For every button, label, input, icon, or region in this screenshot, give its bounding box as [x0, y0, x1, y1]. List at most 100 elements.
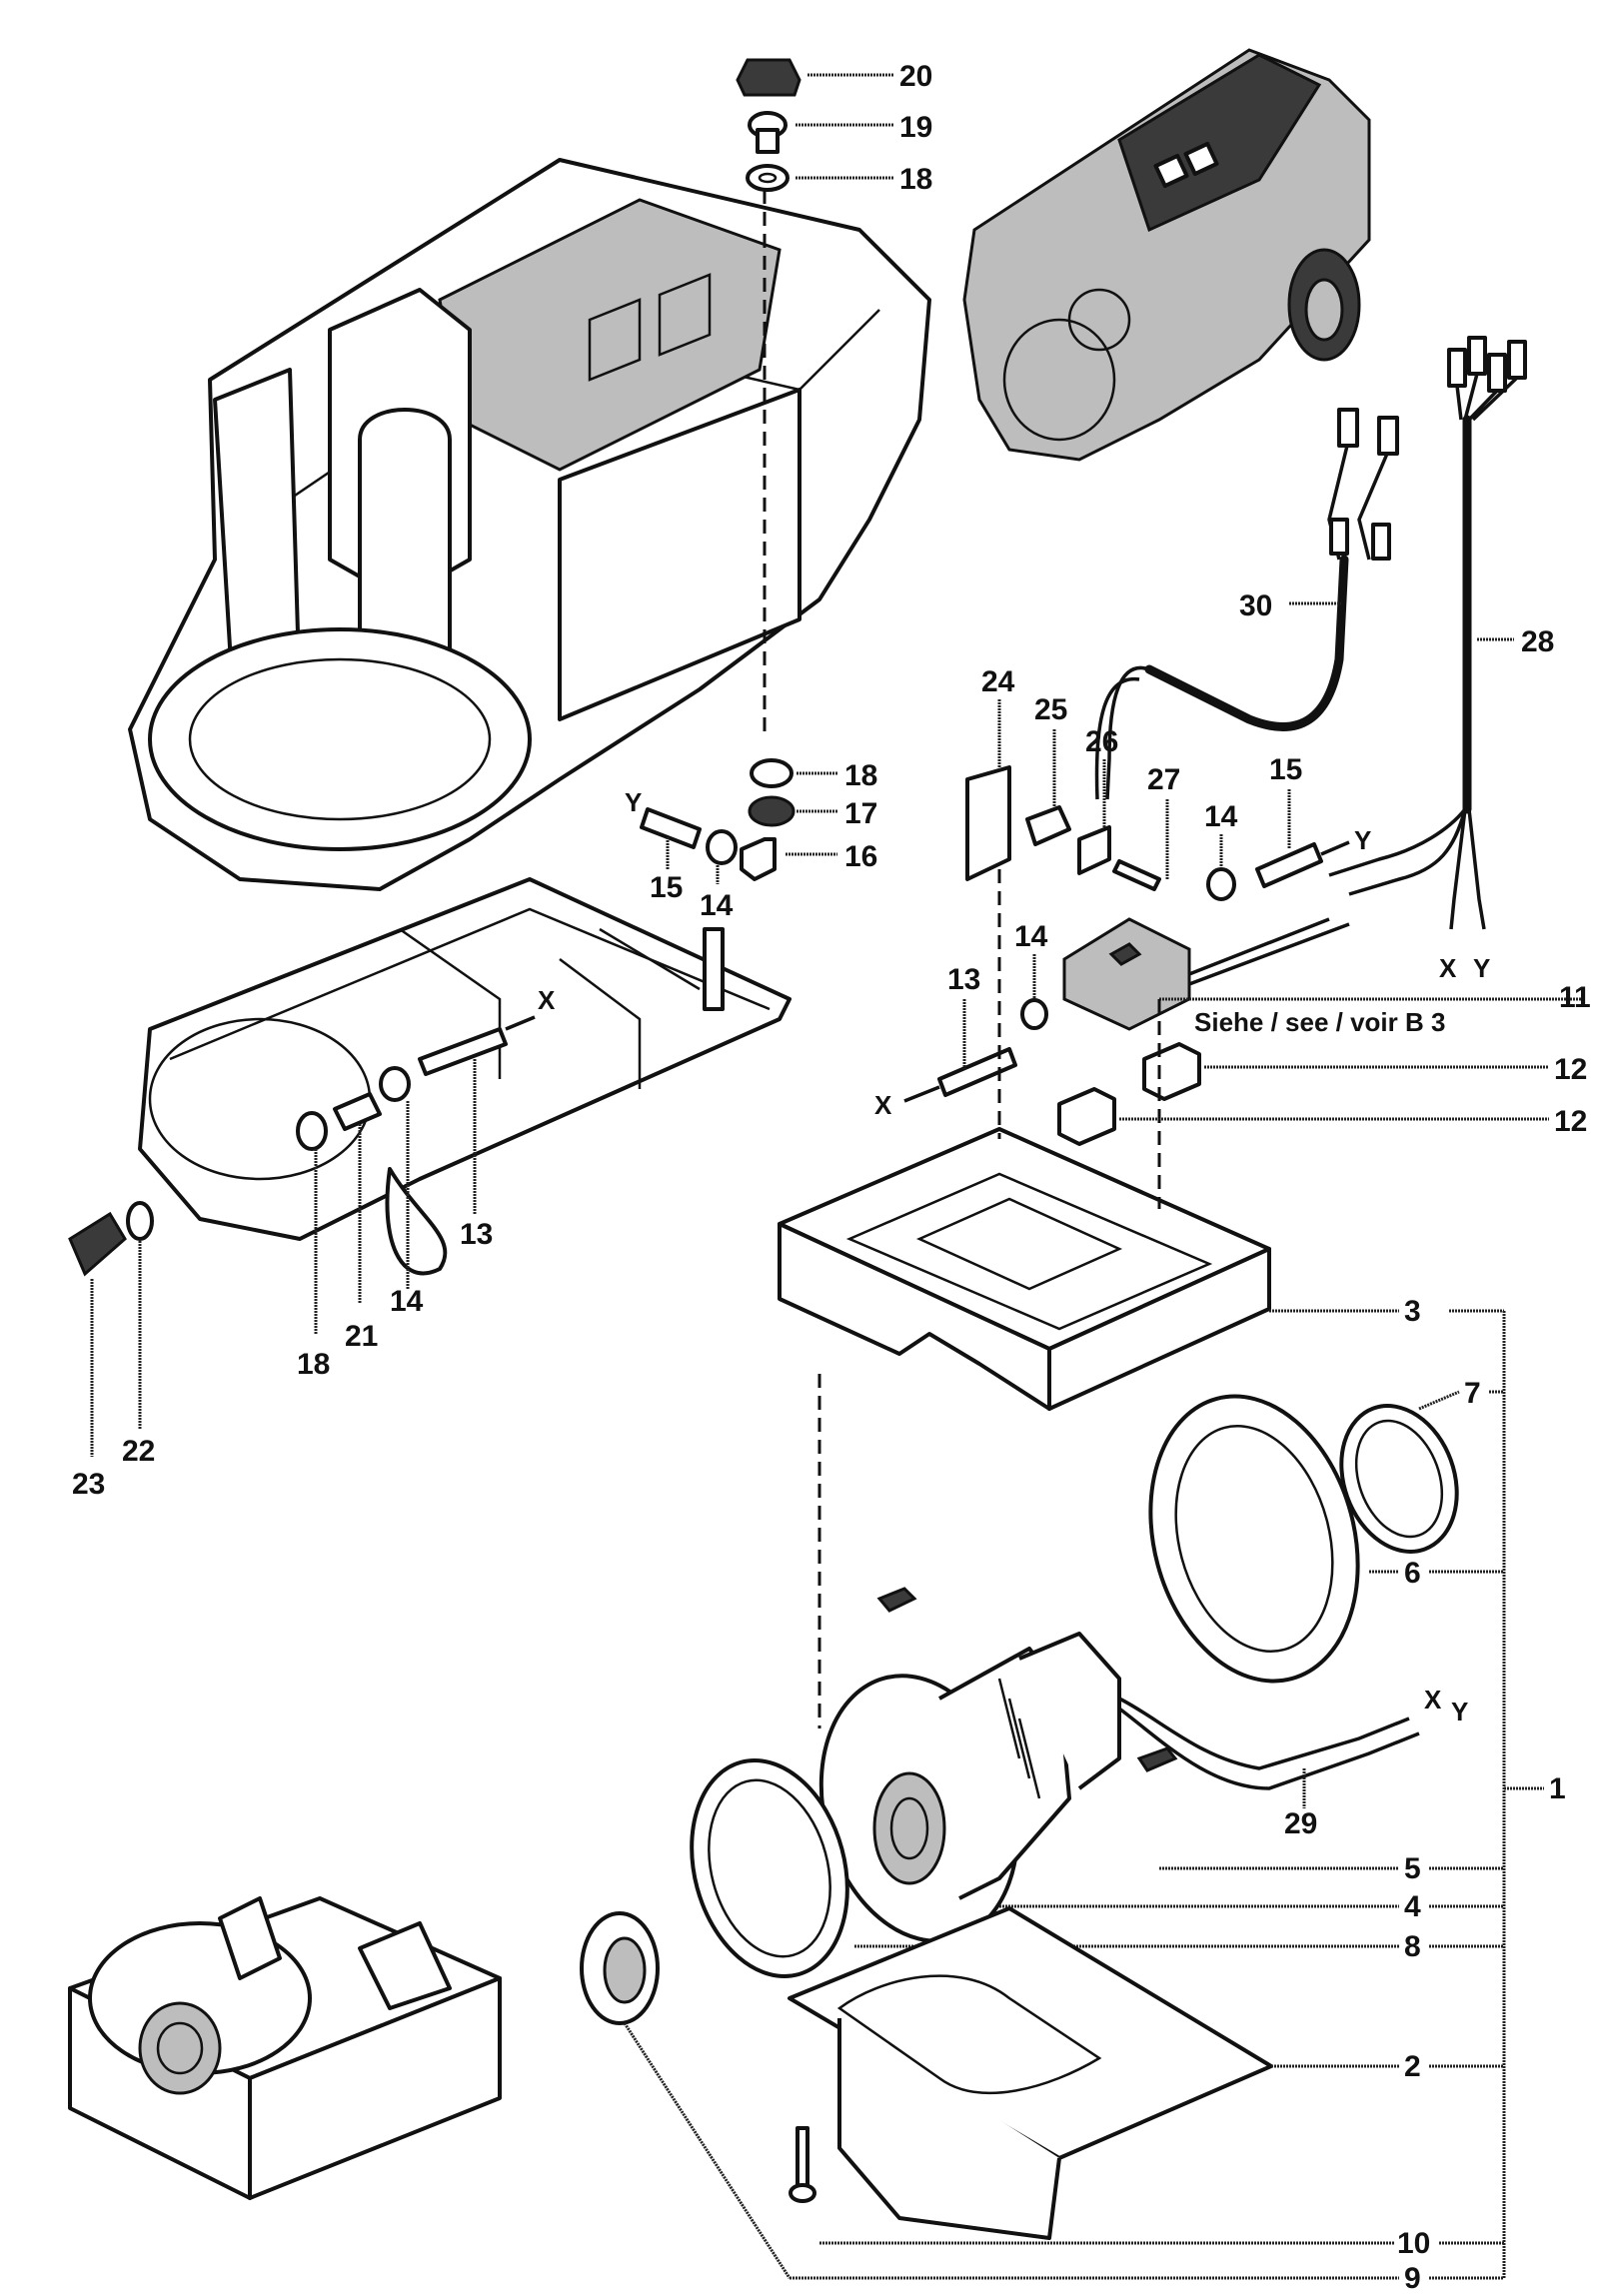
- part-16-elbow: [740, 837, 777, 881]
- callout-1: 1: [1549, 1772, 1566, 1805]
- part-11-switch: [1062, 917, 1191, 1031]
- mark-y-right: Y: [1354, 825, 1371, 855]
- callout-13-left: 13: [460, 1218, 493, 1251]
- part-8-ring-inner: [708, 1778, 831, 1958]
- callout-9: 9: [1404, 2262, 1421, 2295]
- part-13-tube-center: [937, 1047, 1017, 1097]
- part-18-washer-mid: [750, 758, 794, 788]
- upper-housing: [128, 158, 931, 891]
- callout-19: 19: [899, 111, 932, 144]
- switch-arrow-icon: [1108, 942, 1142, 966]
- part-17-nut: [748, 795, 796, 827]
- callout-7: 7: [1464, 1377, 1481, 1410]
- part-3-motor-box: [778, 1127, 1271, 1411]
- callout-2: 2: [1404, 2050, 1421, 2083]
- part-5-brush-a: [876, 1587, 917, 1613]
- callout-30: 30: [1239, 589, 1272, 622]
- leader-7a: [1418, 1390, 1460, 1411]
- callout-18-mid: 18: [844, 759, 877, 792]
- callout-15-right: 15: [1269, 753, 1302, 786]
- part-18-washer-top: [746, 164, 790, 192]
- leader-9a: [623, 2022, 792, 2279]
- callout-23: 23: [72, 1468, 105, 1501]
- part-10-screw-head: [789, 2183, 816, 2203]
- part-18-washer-front: [296, 1111, 328, 1151]
- callout-14-right: 14: [1204, 800, 1238, 833]
- part-29-cable: [1118, 1697, 1410, 1770]
- mark-y-motor: Y: [1451, 1697, 1468, 1726]
- mark-x-left: X: [538, 985, 556, 1015]
- part-27-screw: [1112, 859, 1161, 891]
- callout-15-left: 15: [650, 871, 683, 904]
- reference-note: Siehe / see / voir B 3: [1194, 1007, 1445, 1037]
- part-22-seal: [126, 1201, 154, 1241]
- part-25-switch-block: [1025, 805, 1071, 846]
- callout-18-front: 18: [297, 1348, 330, 1381]
- part-28-power-cable: [1328, 336, 1527, 930]
- callout-29: 29: [1284, 1807, 1317, 1840]
- wire-11b: [1188, 922, 1350, 986]
- callout-6: 6: [1404, 1557, 1421, 1590]
- mark-y-cable: Y: [1473, 953, 1490, 983]
- callout-12b: 12: [1554, 1105, 1587, 1138]
- mark-x-center: X: [874, 1090, 892, 1120]
- wire-11a: [1188, 917, 1330, 976]
- callout-21: 21: [345, 1320, 378, 1353]
- part-26-bracket: [1077, 825, 1111, 875]
- part-30-cable: [1094, 408, 1399, 800]
- mark-y-left: Y: [625, 787, 642, 817]
- part-14-clamp-center: [1020, 998, 1048, 1030]
- wire-13-left: [505, 1015, 536, 1031]
- wire-13-center: [903, 1085, 940, 1103]
- callout-25: 25: [1034, 693, 1067, 726]
- callout-24: 24: [981, 665, 1015, 698]
- callout-11: 11: [1559, 981, 1591, 1014]
- callout-13-center: 13: [947, 963, 980, 996]
- part-4-motor: [818, 1632, 1121, 1943]
- part-15-hose-left: [640, 807, 702, 849]
- part-24-plate: [965, 765, 1011, 881]
- callout-10: 10: [1397, 2227, 1430, 2260]
- part-21-nipple: [333, 1092, 382, 1131]
- callout-16: 16: [844, 840, 877, 873]
- part-12-bracket-b: [1057, 1087, 1116, 1146]
- callout-26: 26: [1085, 725, 1118, 758]
- part-14-clamp-left: [706, 829, 738, 865]
- callout-20: 20: [899, 60, 932, 93]
- callout-22: 22: [122, 1435, 155, 1468]
- part-15-hose-right: [1255, 842, 1323, 888]
- callout-3: 3: [1404, 1295, 1421, 1328]
- callout-14-left: 14: [700, 889, 734, 922]
- callout-8: 8: [1404, 1930, 1421, 1963]
- part-2-base: [788, 1906, 1273, 2240]
- mark-x-cable: X: [1439, 953, 1457, 983]
- callout-4: 4: [1404, 1890, 1421, 1923]
- part-6-seal: [1148, 1394, 1360, 1684]
- part-12-bracket-a: [1142, 1042, 1201, 1101]
- callout-14-center: 14: [1014, 920, 1048, 953]
- part-14-clamp-right: [1206, 867, 1236, 901]
- part-19-screw: [748, 111, 788, 154]
- mark-x-motor: X: [1424, 1685, 1442, 1715]
- callout-28: 28: [1521, 625, 1554, 658]
- callout-27: 27: [1147, 763, 1180, 796]
- part-6-seal-inner: [1174, 1424, 1334, 1654]
- callout-14-tray: 14: [390, 1285, 424, 1318]
- part-10-screw: [796, 2126, 809, 2190]
- callout-17: 17: [844, 797, 877, 830]
- part-13-tube-left: [418, 1027, 508, 1076]
- callout-12a: 12: [1554, 1053, 1587, 1086]
- part-7-ring-inner: [1354, 1419, 1444, 1539]
- part-5-brush-b: [1136, 1746, 1178, 1772]
- part-20-cap: [736, 58, 801, 97]
- assembled-motor-block: [68, 1896, 502, 2200]
- part-23-coupling: [68, 1211, 127, 1277]
- lower-tray: [138, 877, 792, 1276]
- wire-15-right: [1320, 840, 1350, 856]
- part-29-cable-b: [1117, 1707, 1420, 1790]
- part-9-ring-inner: [603, 1936, 647, 2004]
- callout-5: 5: [1404, 1852, 1421, 1885]
- callout-18: 18: [899, 163, 932, 196]
- assembled-machine: [962, 48, 1371, 462]
